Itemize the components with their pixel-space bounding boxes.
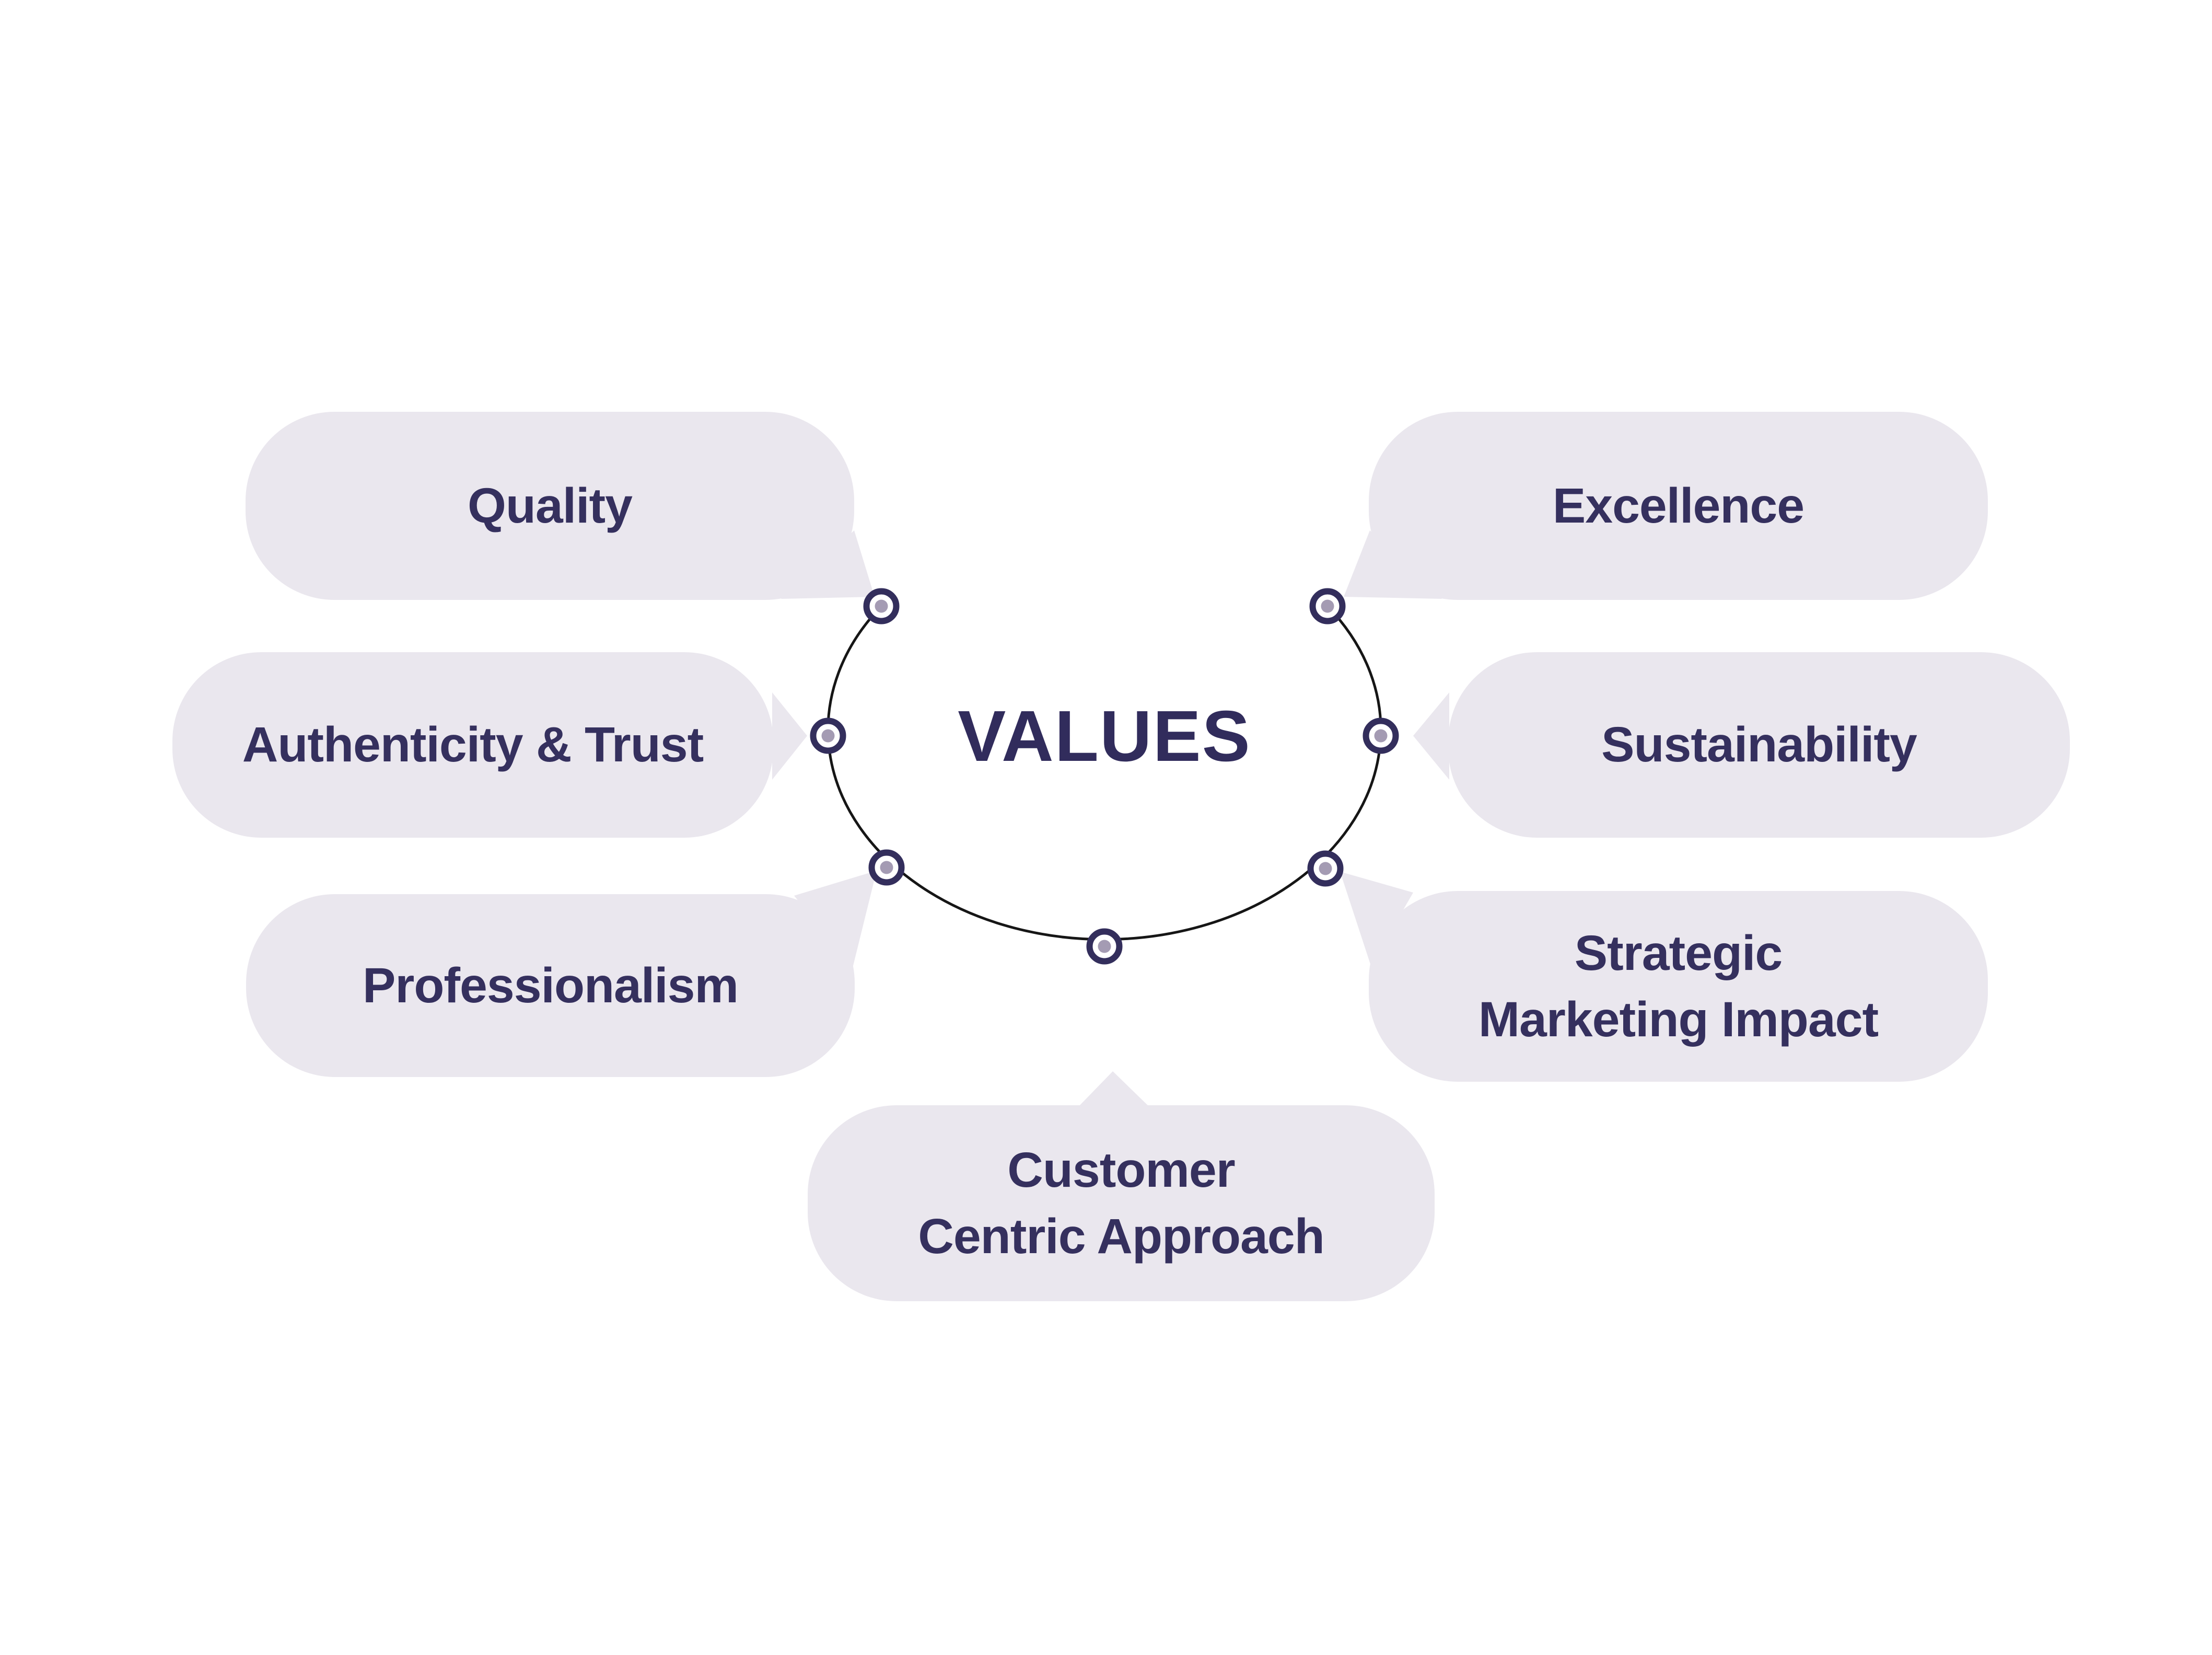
bubble-tail-authenticity-trust bbox=[772, 692, 807, 780]
node-dot-customer-centric-approach bbox=[1086, 928, 1123, 965]
bubble-tail-sustainability bbox=[1413, 692, 1449, 780]
node-dot-quality bbox=[863, 588, 900, 624]
bubble-label-line-2: Centric Approach bbox=[918, 1208, 1325, 1264]
bubble-strategic-marketing-impact: Strategic Marketing Impact bbox=[1369, 891, 1988, 1082]
bubble-label: Professionalism bbox=[363, 957, 739, 1013]
circle-nodes bbox=[810, 588, 1399, 965]
bubble-professionalism: Professionalism bbox=[246, 894, 855, 1077]
bubble-label-line-1: Customer bbox=[1007, 1142, 1235, 1198]
bubble-label: Sustainability bbox=[1601, 717, 1917, 772]
node-dot-strategic-marketing-impact bbox=[1307, 850, 1344, 887]
bubble-label-line-2: Marketing Impact bbox=[1478, 991, 1879, 1047]
bubble-sustainability: Sustainability bbox=[1448, 652, 2070, 838]
bubble-quality: Quality bbox=[246, 412, 854, 600]
bubble-authenticity-trust: Authenticity & Trust bbox=[172, 652, 773, 838]
bubble-tail-strategic-marketing-impact bbox=[1340, 872, 1413, 966]
node-dot-authenticity-trust bbox=[810, 717, 846, 754]
bubble-tail-customer-centric-approach bbox=[1077, 1071, 1150, 1108]
bubble-label: Quality bbox=[467, 478, 633, 534]
bubble-excellence: Excellence bbox=[1369, 412, 1988, 600]
node-dot-professionalism bbox=[868, 849, 905, 886]
bubble-tail-professionalism bbox=[794, 871, 877, 968]
bubble-customer-centric-approach: Customer Centric Approach bbox=[808, 1105, 1435, 1301]
bubble-label: Authenticity & Trust bbox=[242, 717, 704, 772]
node-dot-sustainability bbox=[1363, 717, 1399, 754]
node-dot-excellence bbox=[1309, 588, 1346, 624]
values-title: VALUES bbox=[958, 696, 1251, 777]
bubble-label: Excellence bbox=[1552, 478, 1804, 534]
bubble-label-line-1: Strategic bbox=[1574, 925, 1783, 981]
